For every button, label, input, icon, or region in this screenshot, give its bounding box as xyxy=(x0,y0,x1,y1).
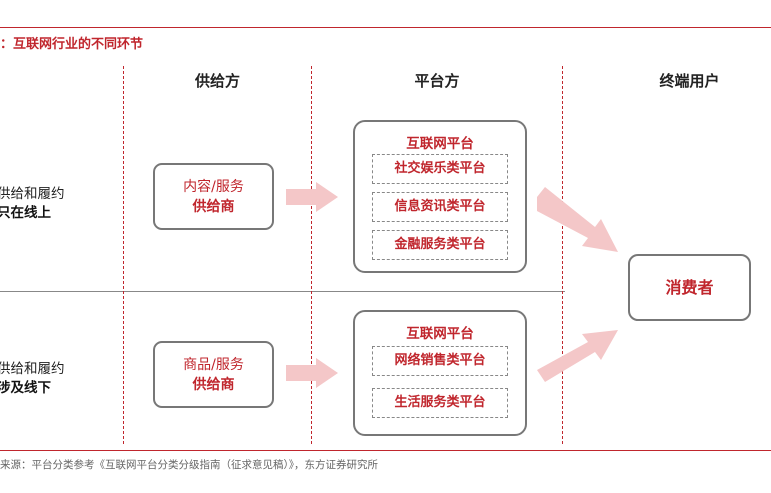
row-label-online-line1: 供给和履约 xyxy=(0,186,65,202)
platform-type-finance: 金融服务类平台 xyxy=(372,230,508,260)
platform-box-offline-title: 互联网平台 xyxy=(406,326,474,342)
platform-type-sales: 网络销售类平台 xyxy=(372,346,508,376)
arrow-platform-to-consumer-2 xyxy=(537,330,618,382)
column-separator-3 xyxy=(562,66,563,444)
column-separator-2 xyxy=(311,66,312,444)
bottom-rule xyxy=(0,450,771,451)
supplier-box-content-line2: 供给商 xyxy=(192,199,235,215)
supplier-box-goods: 商品/服务 供给商 xyxy=(153,341,274,408)
platform-type-info: 信息资讯类平台 xyxy=(372,192,508,222)
column-separator-1 xyxy=(123,66,124,444)
platform-box-offline: 互联网平台 网络销售类平台 生活服务类平台 xyxy=(353,310,527,436)
supplier-box-content-line1: 内容/服务 xyxy=(183,179,244,195)
arrow-supplier-to-platform-2 xyxy=(286,358,338,388)
row-divider xyxy=(0,291,565,292)
column-header-end-user: 终端用户 xyxy=(659,72,720,90)
row-label-online: 供给和履约 只在线上 xyxy=(0,185,65,223)
platform-box-online-title: 互联网平台 xyxy=(406,136,474,152)
supplier-box-content: 内容/服务 供给商 xyxy=(153,163,274,230)
row-label-online-line2: 只在线上 xyxy=(0,205,51,221)
column-header-platform: 平台方 xyxy=(414,72,460,90)
row-label-offline: 供给和履约 涉及线下 xyxy=(0,360,65,398)
platform-type-social: 社交娱乐类平台 xyxy=(372,154,508,184)
row-label-offline-line2: 涉及线下 xyxy=(0,380,51,396)
supplier-box-goods-line1: 商品/服务 xyxy=(183,357,244,373)
consumer-box: 消费者 xyxy=(628,254,751,321)
figure-title: ：互联网行业的不同环节 xyxy=(0,37,144,52)
arrow-platform-to-consumer-1 xyxy=(537,187,618,252)
platform-box-online: 互联网平台 社交娱乐类平台 信息资讯类平台 金融服务类平台 xyxy=(353,120,527,273)
column-header-supply: 供给方 xyxy=(194,72,240,90)
top-rule xyxy=(0,27,771,28)
supplier-box-goods-line2: 供给商 xyxy=(192,377,235,393)
arrow-supplier-to-platform-1 xyxy=(286,182,338,212)
figure-source: 来源：平台分类参考《互联网平台分类分级指南（征求意见稿）》，东方证券研究所 xyxy=(0,459,378,471)
platform-type-life-services: 生活服务类平台 xyxy=(372,388,508,418)
row-label-offline-line1: 供给和履约 xyxy=(0,361,65,377)
